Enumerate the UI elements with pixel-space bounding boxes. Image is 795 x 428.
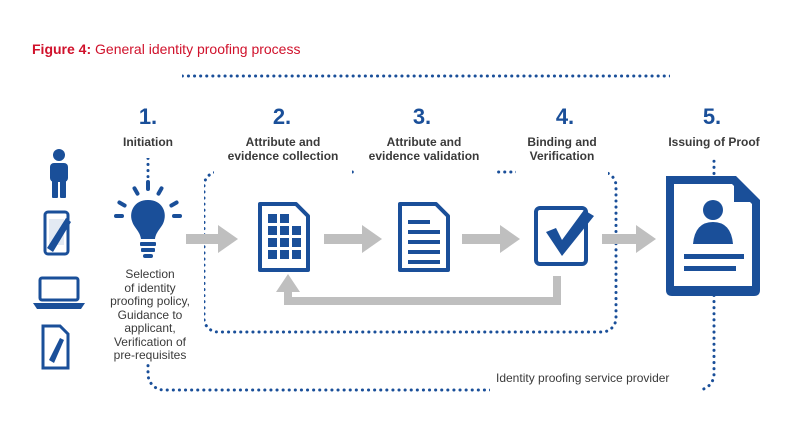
step-2-number: 2.: [272, 104, 292, 129]
loop-back-arrow: [276, 274, 561, 305]
process-arrows: [186, 225, 656, 305]
step-2-label-line1: Attribute and: [245, 135, 321, 149]
step-3-label-line2: evidence validation: [368, 149, 480, 163]
figure-caption: Figure 4: General identity proofing proc…: [32, 41, 300, 57]
person-icon: [50, 149, 68, 198]
lightbulb-icon: [114, 180, 182, 258]
step-1-label: Initiation: [108, 135, 188, 149]
initiation-desc-line: Verification of: [113, 334, 187, 349]
provider-label: Identity proofing service provider: [496, 371, 670, 385]
step-5-number: 5.: [702, 104, 722, 129]
id-document-icon: [666, 176, 760, 296]
figure-caption-text: General identity proofing process: [91, 41, 301, 57]
figure-caption-prefix: Figure 4:: [32, 41, 92, 57]
initiation-desc-line: Guidance to: [117, 307, 183, 322]
arrow-3-to-4: [462, 225, 520, 253]
arrow-4-to-5: [602, 225, 656, 253]
form-grid-icon: [258, 202, 310, 272]
step-3-label-line1: Attribute and: [386, 135, 462, 149]
laptop-icon: [33, 276, 85, 309]
step-5-label: Issuing of Proof: [660, 135, 768, 149]
step-5-label-line1: Issuing of Proof: [668, 135, 760, 149]
initiation-desc-line: of identity: [124, 280, 176, 295]
step-1-number: 1.: [138, 104, 158, 129]
step-4-number: 4.: [555, 104, 575, 129]
initiation-desc-line: Selection: [125, 267, 175, 281]
arrow-2-to-3: [324, 225, 382, 253]
checkbox-icon: [534, 206, 594, 266]
initiation-desc-line: pre-requisites: [113, 348, 187, 362]
step-4-label-line2: Verification: [529, 149, 595, 163]
step-2-label-line2: evidence collection: [227, 149, 339, 163]
initiation-desc-line: proofing policy,: [110, 294, 190, 308]
initiation-description: Selection of identity proofing policy, G…: [96, 267, 204, 363]
step-1-label-line1: Initiation: [123, 135, 173, 149]
provider-boundary: [146, 74, 716, 392]
step-3-number: 3.: [412, 104, 432, 129]
mobile-sign-icon: [43, 210, 71, 256]
arrow-1-to-2: [186, 225, 238, 253]
initiation-desc-line: applicant,: [124, 321, 176, 335]
document-sign-icon: [41, 324, 70, 370]
document-lines-icon: [398, 202, 450, 272]
step-4-label-line1: Binding and: [527, 135, 597, 149]
